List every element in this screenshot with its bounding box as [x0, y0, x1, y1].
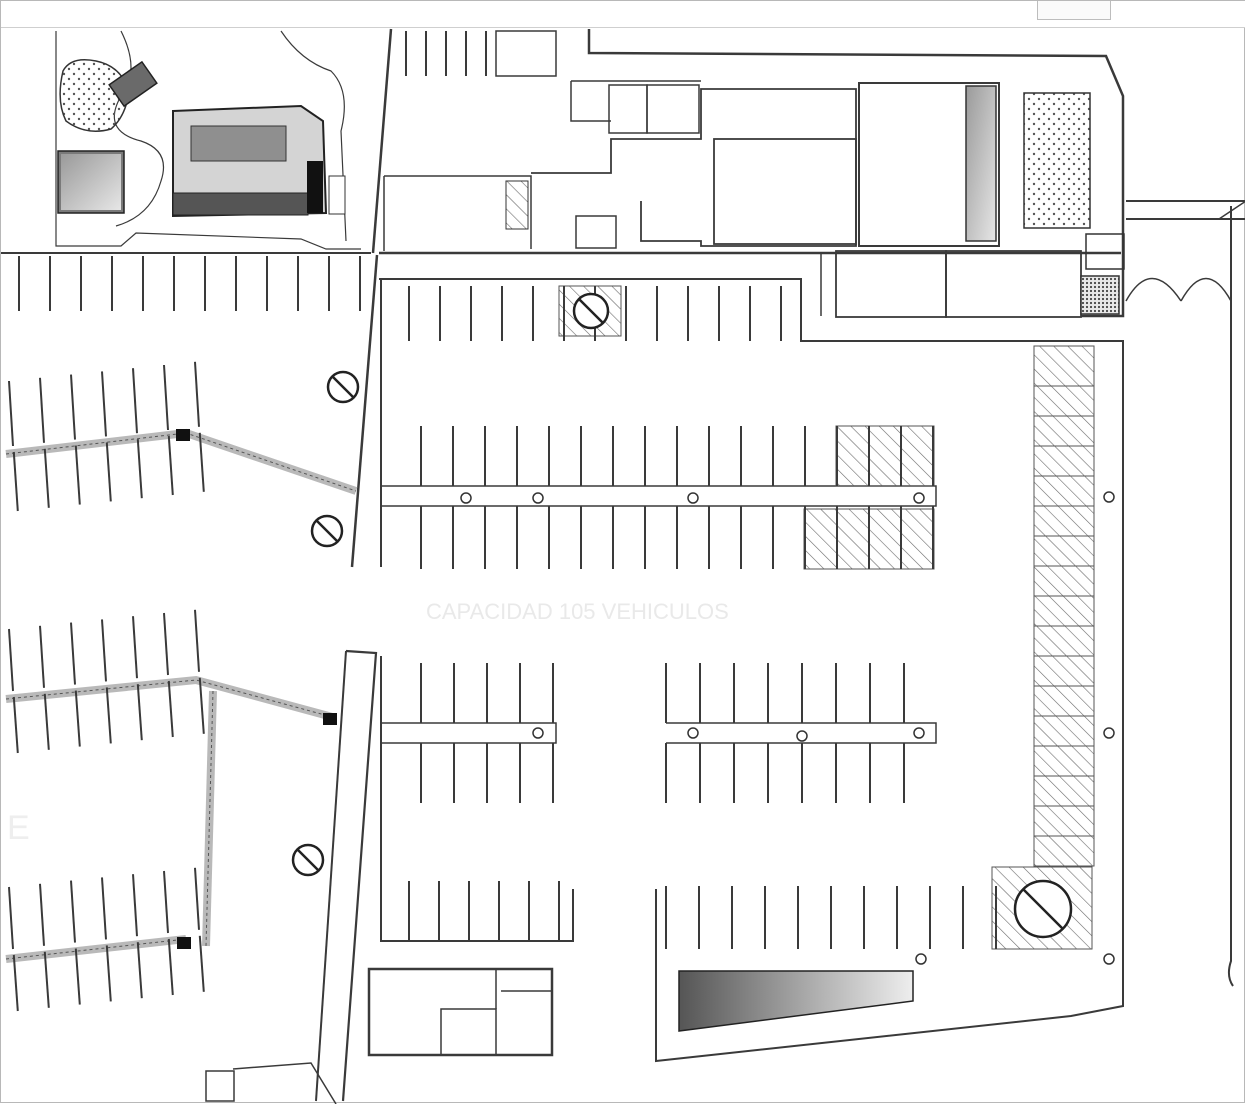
east-structure — [1125, 200, 1245, 987]
light-post-icon — [913, 727, 925, 739]
parking-stall-lines — [8, 256, 997, 1012]
stall-line — [163, 870, 169, 934]
light-post-icon — [1103, 727, 1115, 739]
stall-line — [8, 628, 14, 692]
no-parking-signs — [291, 292, 1073, 939]
stall-line — [163, 612, 169, 676]
edge-label: E — [7, 809, 30, 847]
stall-line — [136, 439, 143, 499]
stall-line — [198, 432, 205, 492]
stall-line — [101, 619, 107, 682]
stall-line — [39, 625, 45, 688]
stall-line — [43, 448, 50, 508]
stall-line — [163, 364, 169, 431]
no-parking-icon — [310, 514, 344, 548]
stall-line — [74, 948, 81, 1005]
stall-line — [167, 435, 174, 496]
stall-line — [8, 886, 14, 950]
stall-line — [74, 690, 81, 747]
stall-line — [136, 684, 143, 741]
main-parking-lot — [367, 278, 1124, 1063]
stall-line — [70, 374, 76, 440]
light-post-icon — [915, 953, 927, 965]
stall-line — [101, 371, 107, 437]
no-parking-icon — [326, 370, 360, 404]
stall-line — [167, 680, 174, 738]
west-parking — [1, 252, 378, 1104]
stall-line — [132, 616, 138, 679]
stall-line — [198, 677, 205, 734]
stall-line — [43, 951, 50, 1008]
stall-line — [70, 880, 76, 943]
stall-line — [132, 874, 138, 937]
stall-line — [8, 380, 14, 447]
light-post-icon — [1103, 491, 1115, 503]
stall-line — [39, 377, 45, 443]
light-post-icon — [1103, 953, 1115, 965]
toolbar-button[interactable] — [1037, 1, 1111, 20]
stall-line — [43, 693, 50, 750]
stall-line — [12, 954, 19, 1012]
stall-line — [105, 442, 112, 502]
stall-line — [74, 445, 81, 505]
light-post-icon — [687, 492, 699, 504]
stall-line — [194, 867, 200, 930]
stall-line — [12, 696, 19, 754]
stall-line — [105, 687, 112, 744]
light-post-icon — [532, 492, 544, 504]
stall-line — [136, 942, 143, 999]
no-parking-icon — [291, 843, 325, 877]
stall-line — [101, 877, 107, 940]
light-posts — [460, 491, 1115, 965]
stall-line — [105, 945, 112, 1002]
stall-line — [12, 451, 19, 512]
light-post-icon — [913, 492, 925, 504]
accessible-stall-dividers — [1034, 385, 1094, 837]
light-post-icon — [532, 727, 544, 739]
capacity-watermark: CAPACIDAD 105 VEHICULOS — [426, 599, 729, 624]
no-parking-icon — [1013, 879, 1073, 939]
stall-line — [132, 368, 138, 434]
toolbar-strip — [1, 1, 1245, 28]
stall-line — [70, 622, 76, 685]
light-post-icon — [796, 730, 808, 742]
stall-line — [198, 935, 205, 992]
no-parking-icon — [572, 292, 610, 330]
light-post-icon — [460, 492, 472, 504]
north-buildings — [55, 28, 1125, 568]
stall-line — [194, 609, 200, 672]
light-post-icon — [687, 727, 699, 739]
stall-line — [167, 938, 174, 996]
stall-line — [39, 883, 45, 946]
stall-line — [194, 361, 200, 427]
